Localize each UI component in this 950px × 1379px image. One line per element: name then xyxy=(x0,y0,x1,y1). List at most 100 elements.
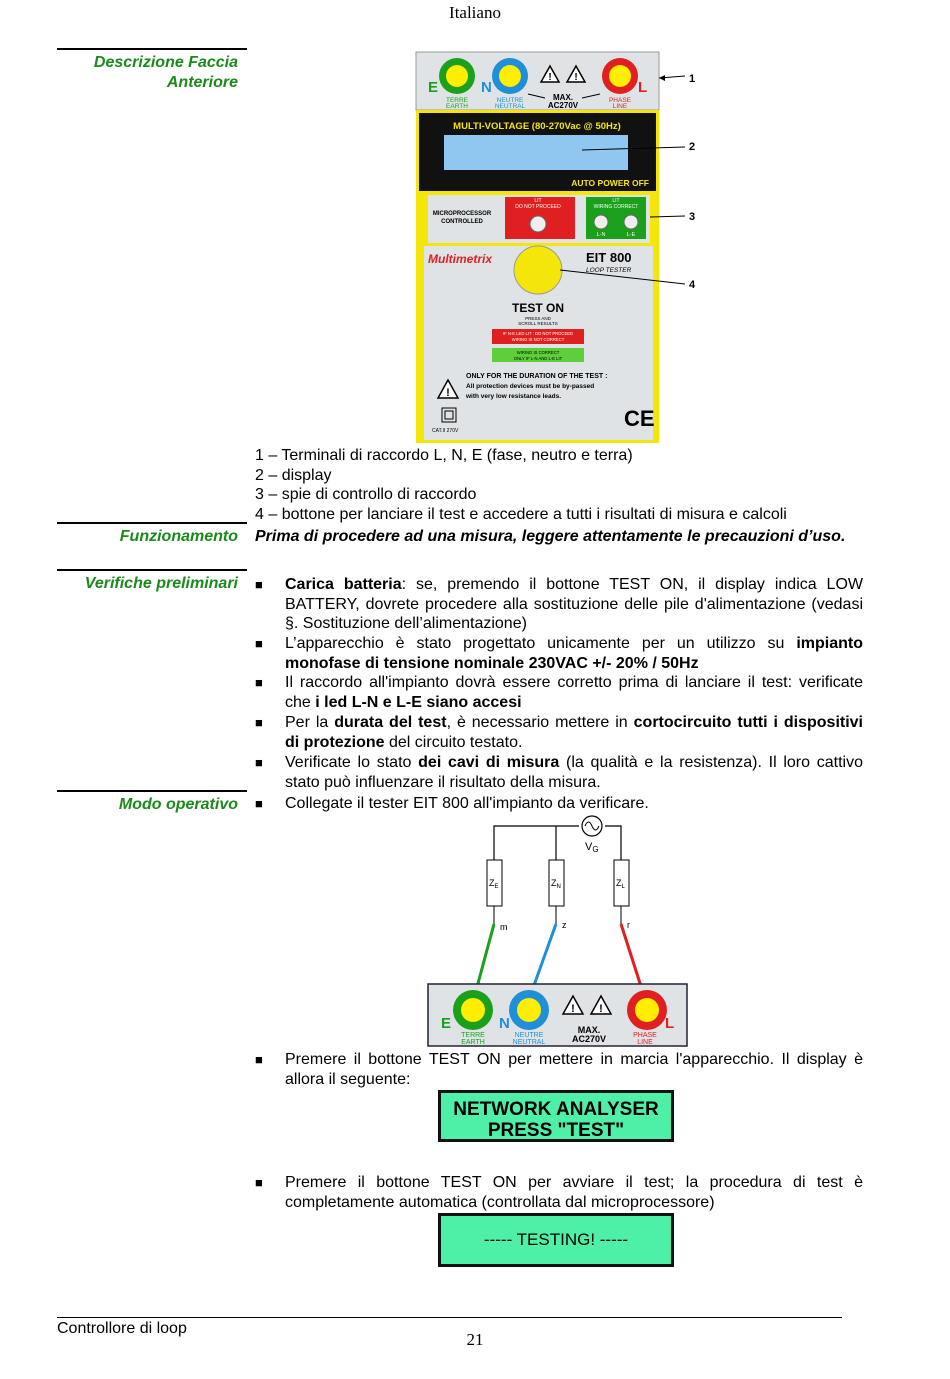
svg-text:!: ! xyxy=(446,387,450,399)
text: Per la xyxy=(285,714,335,731)
section-rule xyxy=(57,522,247,524)
section-rule xyxy=(57,569,247,571)
led-label-ln: L-N xyxy=(597,232,606,238)
wiring-correct-label: WIRING CORRECT xyxy=(594,204,639,210)
legend-list: 1 – Terminali di raccordo L, N, E (fase,… xyxy=(255,446,787,524)
modo-item: Collegate il tester EIT 800 all'impianto… xyxy=(285,795,649,812)
callout-1: 1 xyxy=(689,73,695,85)
do-not-proceed-label: DO NOT PROCEED xyxy=(515,204,561,210)
text: Verificate lo stato xyxy=(285,754,419,771)
auto-power-label: AUTO POWER OFF xyxy=(571,178,649,188)
callout-line xyxy=(581,146,686,151)
phase-label-en: LINE xyxy=(637,1039,653,1046)
warning-icon: ! xyxy=(436,378,460,399)
neutral-label-en: NEUTRAL xyxy=(495,103,526,110)
bus-wire xyxy=(493,825,579,860)
svg-text:!: ! xyxy=(571,1003,575,1015)
press-label: PRESS AND xyxy=(525,316,552,321)
node-label-m: m xyxy=(500,922,508,932)
green-note-line: WIRING IS CORRECT xyxy=(517,350,560,355)
phase-label-it: PHASE xyxy=(633,1032,657,1039)
modo-item: Premere il bottone TEST ON per avviare i… xyxy=(285,1174,863,1211)
earth-label-it: TERRE xyxy=(461,1032,485,1039)
section-label-funzionamento: Funzionamento xyxy=(119,528,238,545)
neutral-terminal-center xyxy=(517,998,541,1022)
led-label-le: L-E xyxy=(627,232,636,238)
le-led xyxy=(623,214,639,230)
terminal-label-n: N xyxy=(499,1015,510,1032)
text: L’apparecchio è stato progettato unicame… xyxy=(285,635,797,652)
bullet-icon: ■ xyxy=(255,755,263,770)
terminal-label-n: N xyxy=(481,79,492,96)
neutral-label-it: NEUTRE xyxy=(515,1032,544,1039)
voltage-label: AC270V xyxy=(572,1034,606,1044)
svg-text:!: ! xyxy=(548,72,551,83)
svg-text:!: ! xyxy=(574,72,577,83)
vg-label: VG xyxy=(585,841,599,854)
scroll-label: SCROLL RESULTS xyxy=(518,321,558,326)
double-insulation-inner xyxy=(444,410,454,420)
bullet-icon: ■ xyxy=(255,715,263,730)
sine-icon xyxy=(584,821,600,831)
test-on-label: TEST ON xyxy=(512,301,564,315)
bullet-icon: ■ xyxy=(255,577,263,592)
bullet-icon: ■ xyxy=(255,796,263,811)
red-note-box xyxy=(492,329,584,344)
warning-line: ONLY FOR THE DURATION OF THE TEST : xyxy=(466,373,607,380)
max-label: MAX. xyxy=(578,1025,601,1035)
bold-text: cortocircuito tutti i dispositivi di pro… xyxy=(285,714,864,751)
model-label: EIT 800 xyxy=(586,250,632,265)
phase-terminal-center xyxy=(609,65,631,87)
text: , è necessario mettere in xyxy=(446,714,634,731)
neutral-label-it: NEUTRE xyxy=(497,97,524,104)
bold-text: i led L-N e L-E siano accesi xyxy=(315,693,522,711)
brand-label: Multimetrix xyxy=(428,252,493,266)
verifiche-item: L’apparecchio è stato progettato unicame… xyxy=(285,634,863,673)
footer-rule xyxy=(57,1317,842,1318)
text: Il raccordo all'impianto dovrà essere co… xyxy=(285,674,863,711)
ne-led xyxy=(529,215,547,233)
phase-label-it: PHASE xyxy=(609,97,632,104)
bullet-icon: ■ xyxy=(255,1175,263,1190)
bus-wire xyxy=(605,825,622,860)
section-rule xyxy=(57,48,247,50)
callout-4: 4 xyxy=(689,279,696,291)
lcd-line: NETWORK ANALYSER xyxy=(453,1099,659,1120)
verifiche-item: Carica batteria: se, premendo il bottone… xyxy=(285,575,863,634)
test-on-button xyxy=(513,245,563,295)
neutral-label-en: NEUTRAL xyxy=(513,1039,546,1046)
phase-label-en: LINE xyxy=(613,103,628,110)
device-front-panel: E N L TERRE EARTH NEUTRE NEUTRAL PHASE L… xyxy=(415,51,696,443)
terminal-label-e: E xyxy=(428,79,438,96)
section-label-verifiche: Verifiche preliminari xyxy=(84,575,238,592)
page-number: 21 xyxy=(466,1330,484,1349)
legend-item: 2 – display xyxy=(255,466,332,484)
neutral-terminal-center xyxy=(499,65,521,87)
lit-label: LIT xyxy=(534,198,541,204)
earth-label-it: TERRE xyxy=(446,97,469,104)
modo-item: Premere il bottone TEST ON per mettere i… xyxy=(285,1051,863,1088)
warning-line: All protection devices must be by-passed xyxy=(466,383,594,390)
legend-item: 3 – spie di controllo di raccordo xyxy=(255,486,477,504)
bullet-icon: ■ xyxy=(255,636,263,651)
warning-icon: ! xyxy=(539,64,561,83)
bold-text: impianto monofase di tensione nominale 2… xyxy=(285,635,863,672)
legend-item: 4 – bottone per lanciare il test e acced… xyxy=(255,505,787,523)
lcd-line: ----- TESTING! ----- xyxy=(483,1230,629,1249)
verifiche-item: Verificate lo stato dei cavi di misura (… xyxy=(285,753,863,792)
double-insulation-icon xyxy=(441,407,457,423)
callout-line xyxy=(559,269,686,285)
zn-label: ZN xyxy=(551,878,561,890)
node-label-z: z xyxy=(562,920,567,930)
text: (la qualità e la resistenza). Il loro ca… xyxy=(285,754,864,791)
footer-title: Controllore di loop xyxy=(57,1320,187,1337)
terminal-label-e: E xyxy=(441,1015,451,1032)
node-label-r: r xyxy=(627,920,630,930)
model-sub-label: LOOP TESTER xyxy=(586,267,632,274)
bold-text: durata del test xyxy=(334,714,447,731)
section-label-line: Descrizione Faccia xyxy=(93,54,238,71)
max-label: MAX. xyxy=(553,93,573,102)
warning-icon: ! xyxy=(561,994,585,1015)
micro-label: CONTROLLED xyxy=(441,219,483,225)
warning-line: with very low resistance leads. xyxy=(465,393,561,400)
